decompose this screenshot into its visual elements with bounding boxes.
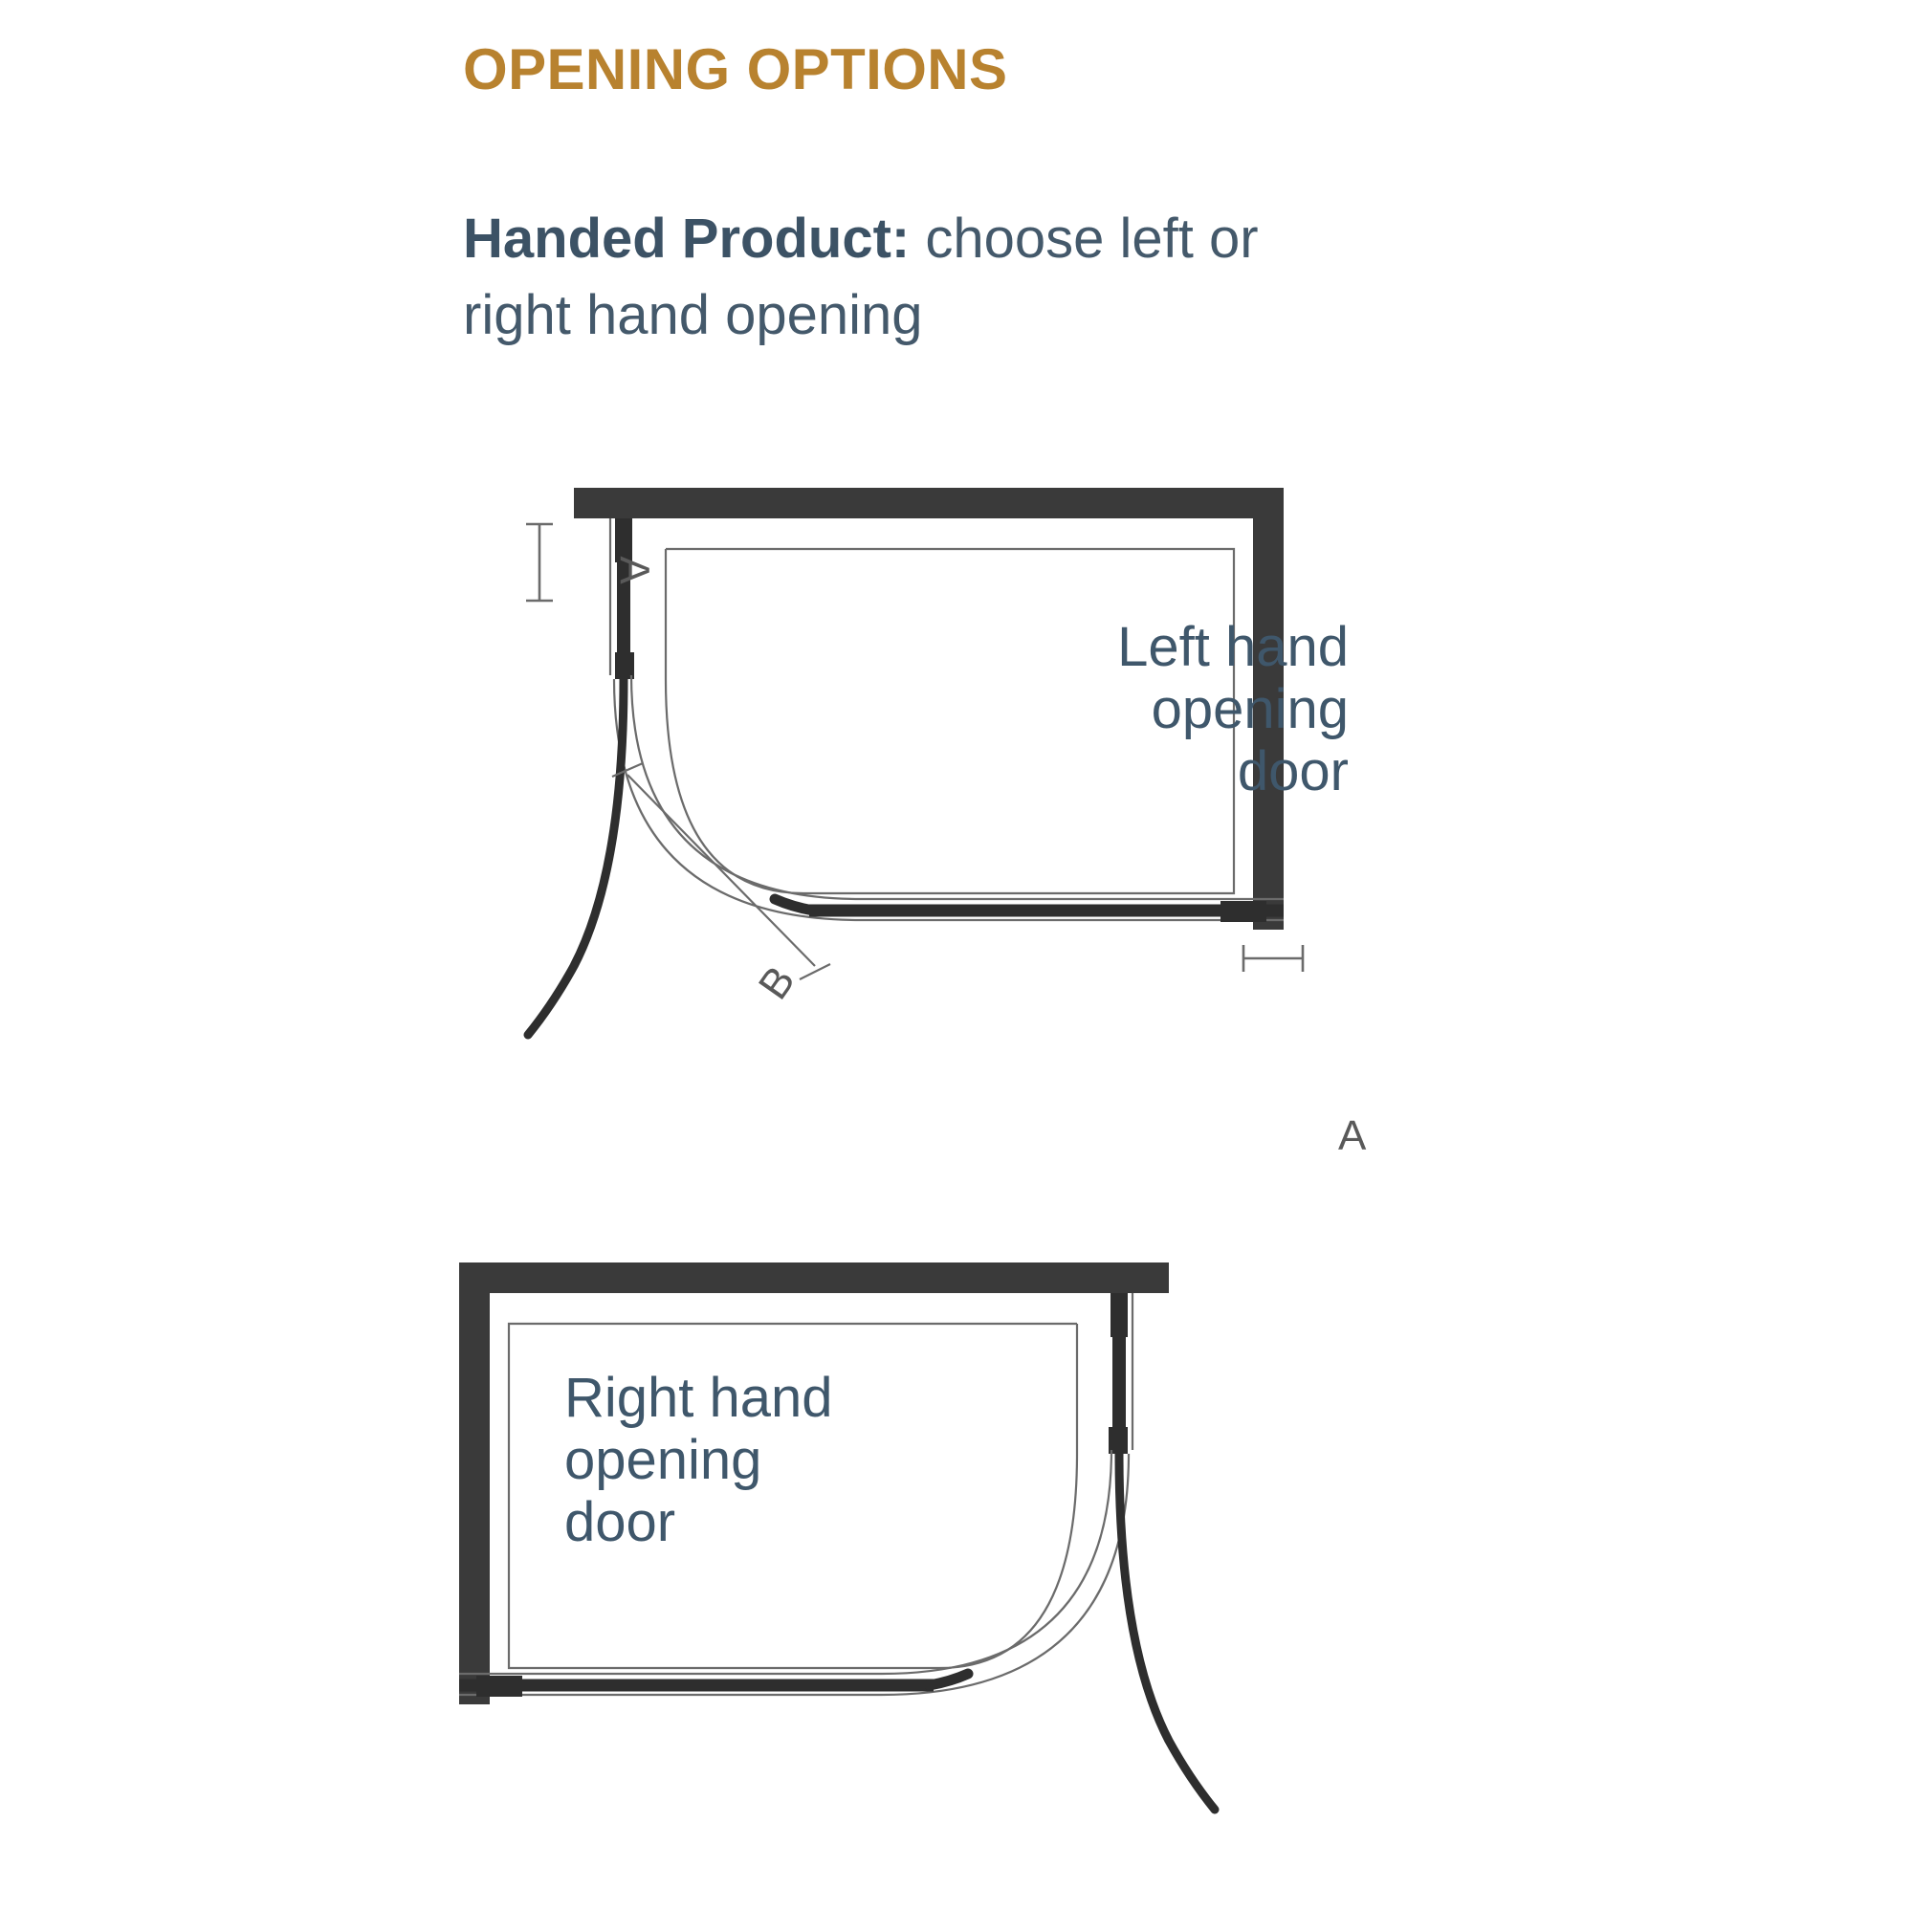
caption-left-hand-opening-door: Left hand opening door (1117, 616, 1349, 802)
dimension-tick-b-end (799, 963, 831, 980)
diagram-left-hand-opening (523, 488, 1396, 1157)
dimension-line-b (627, 774, 816, 967)
panel-left-top-fixing (615, 518, 632, 562)
caption-right-hand-opening-door: Right hand opening door (564, 1367, 833, 1553)
dimension-label-a-horizontal: A (1338, 1112, 1367, 1159)
door-rail-curve-end (924, 1668, 974, 1691)
right-hand-floorplan-svg (459, 1262, 1220, 1814)
diagram-right-hand-opening (459, 1262, 1282, 1932)
panel-right-hinge-block (1109, 1427, 1128, 1454)
door-rail-right-fixing (1220, 901, 1266, 922)
door-track-outer-curve (629, 674, 1284, 901)
subtitle: Handed Product: choose left or right han… (463, 201, 1362, 354)
tray-inner-outline (507, 1322, 1077, 1670)
door-rail-left-fixing (476, 1676, 522, 1697)
wall-top (574, 488, 1284, 518)
tray-inner-corner-curve (938, 1324, 1079, 1670)
door-swing-arc-icon (523, 674, 628, 1040)
wall-right (1253, 488, 1284, 930)
subtitle-rest: choose left or right hand opening (463, 208, 1259, 347)
wall-left (459, 1262, 490, 1704)
door-swing-arc-icon (1114, 1449, 1220, 1814)
panel-left-hinge-block (615, 652, 634, 679)
dimension-label-a-vertical: A (610, 556, 658, 584)
door-rail-curve-end (769, 893, 819, 916)
panel-right-top-fixing (1110, 1293, 1128, 1337)
door-track-outer-curve (459, 1449, 1113, 1676)
dimension-bracket-horizontal-icon (1242, 945, 1305, 972)
tray-inner-corner-curve (664, 549, 804, 895)
dimension-bracket-vertical-icon (526, 522, 553, 603)
wall-top (459, 1262, 1169, 1293)
page-title: OPENING OPTIONS (463, 37, 1008, 101)
subtitle-lead: Handed Product: (463, 208, 911, 270)
left-hand-floorplan-svg (523, 488, 1305, 1040)
dimension-tick-b-start (611, 761, 644, 779)
tray-inner-outline (666, 547, 1236, 895)
